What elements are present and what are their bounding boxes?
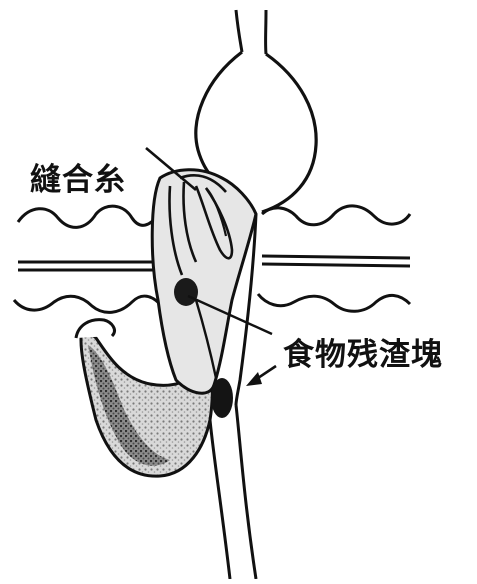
upper-wall-right [262,206,410,225]
upper-wall [18,206,158,227]
lower-wall-right [258,294,410,311]
invaginated-segment [152,170,256,393]
upper-esophagus [236,10,266,54]
suture-label: 縫合糸 [30,165,126,196]
food-mass-arrow [246,366,276,386]
food-residue-mass [211,378,233,418]
stomach-fold [76,320,114,338]
lower-wall-left [14,296,160,312]
suture-knot [174,278,198,306]
food-residue-label: 食物残渣塊 [283,340,443,371]
